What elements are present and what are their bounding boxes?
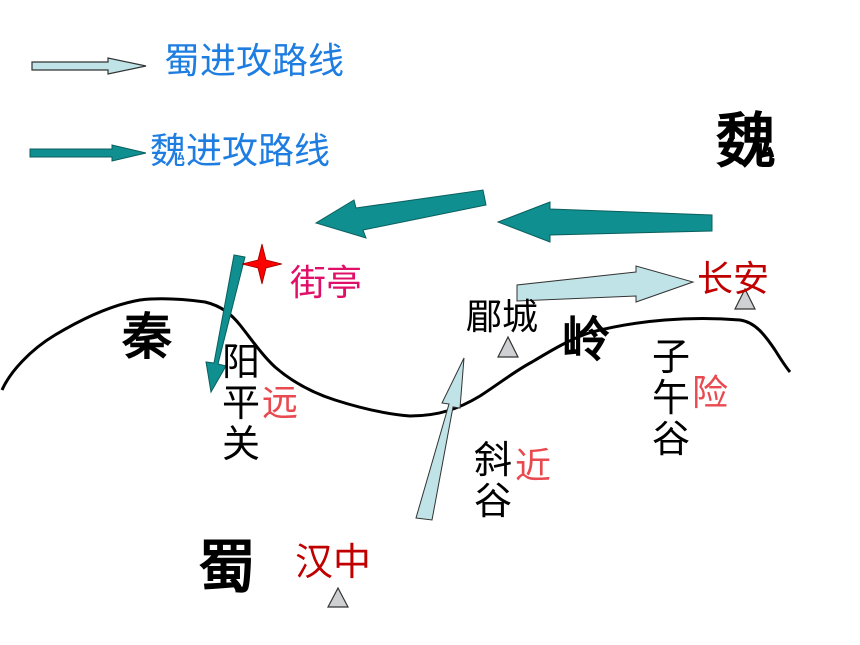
pass-ziwugu-note: 险: [692, 373, 729, 414]
legend-wei-label: 魏进攻路线: [150, 131, 331, 172]
pass-xiegu-note: 近: [515, 446, 552, 487]
jieting-star-icon: [241, 243, 283, 285]
region-shu-label: 蜀: [198, 533, 257, 601]
pass-yangpingguan-char-2: 平: [222, 381, 261, 426]
pass-ziwugu-char-2: 午: [652, 376, 691, 421]
pass-xiegu-label: 斜 谷: [474, 438, 518, 524]
pass-xiegu-char-2: 谷: [474, 479, 513, 524]
wei-arrow-east-icon: [496, 201, 713, 243]
pass-xiegu-char-1: 斜: [474, 438, 513, 482]
place-meicheng-label: 郿城: [466, 297, 539, 338]
legend-shu-label: 蜀进攻路线: [164, 41, 345, 82]
pass-yangpingguan-char-1: 阳: [222, 340, 261, 384]
pass-yangpingguan-note: 远: [262, 383, 299, 424]
legend-shu-arrow-icon: [31, 57, 147, 75]
pass-ziwugu-char-3: 谷: [652, 417, 691, 462]
pass-yangpingguan-label: 阳 平 关: [222, 340, 266, 467]
pass-yangpingguan-char-3: 关: [222, 422, 261, 467]
shu-arrow-changan-icon: [516, 265, 695, 303]
region-wei-label: 魏: [716, 107, 776, 177]
wei-arrow-west-icon: [314, 189, 487, 239]
changan-triangle-icon: [734, 287, 756, 310]
pass-ziwugu-label: 子 午 谷: [652, 335, 696, 462]
meicheng-triangle-icon: [497, 335, 519, 358]
place-jieting-label: 街亭: [290, 263, 363, 304]
place-changan-label: 长安: [697, 259, 770, 300]
shu-arrow-xiegu-icon: [415, 357, 465, 521]
qinling-ridge-line: [0, 297, 792, 418]
place-hanzhong-label: 汉中: [295, 540, 372, 584]
legend-wei-arrow-icon: [29, 144, 147, 162]
wei-arrow-jieting-icon: [205, 254, 246, 394]
region-qin-label: 秦: [122, 308, 172, 366]
region-ling-label: 岭: [562, 312, 611, 368]
pass-ziwugu-char-1: 子: [652, 335, 691, 379]
hanzhong-triangle-icon: [327, 586, 349, 608]
